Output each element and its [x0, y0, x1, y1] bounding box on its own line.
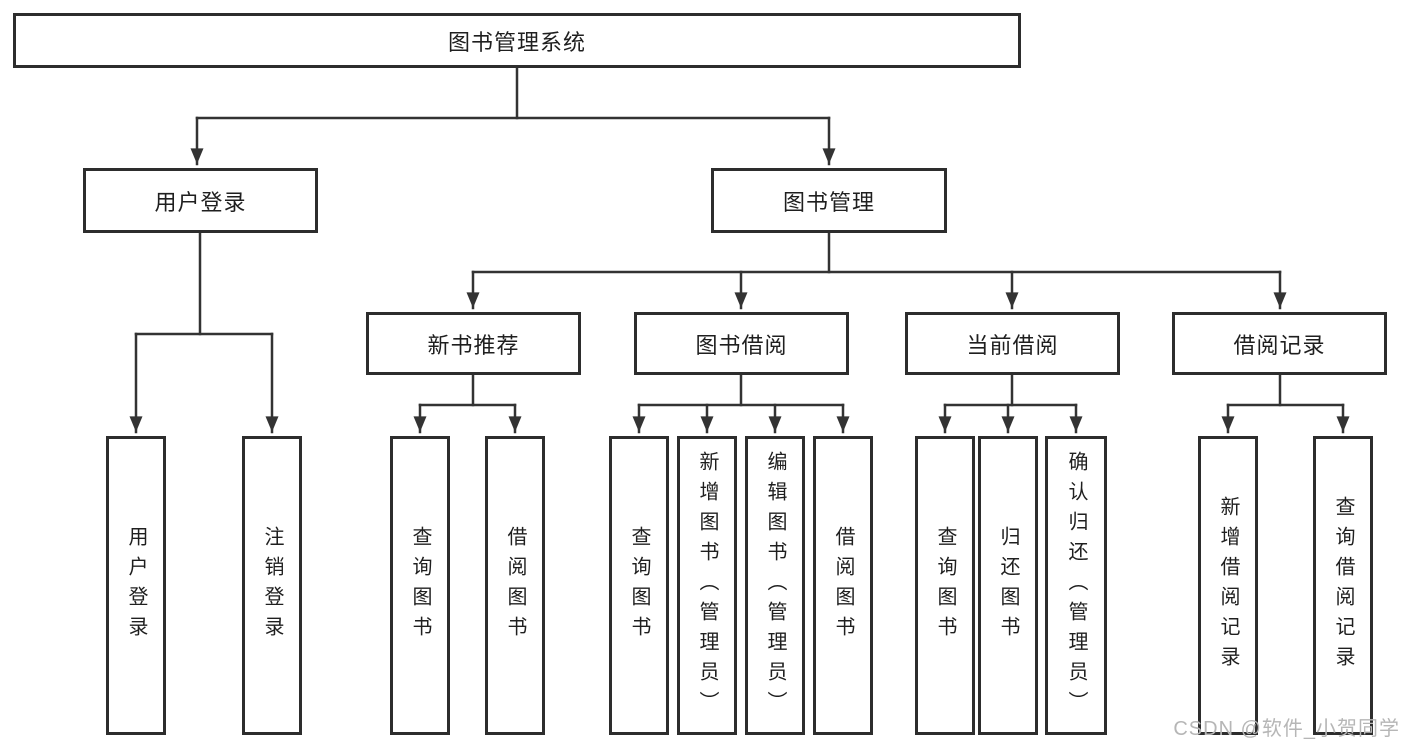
leaf-borrow-books-recommend: 借阅图书 — [485, 436, 545, 735]
node-label: 当前借阅 — [966, 332, 1059, 358]
leaf-label: 查询图书 — [409, 525, 431, 646]
connector-current-borrow-children — [938, 373, 1083, 434]
leaf-query-books-current: 查询图书 — [915, 436, 975, 735]
node-label: 借阅记录 — [1233, 332, 1326, 358]
node-book-management: 图书管理 — [711, 168, 947, 233]
connector-root-to-level2 — [190, 66, 836, 166]
leaf-return-books: 归还图书 — [978, 436, 1038, 735]
connector-new-book-recommend-children — [413, 373, 522, 434]
leaf-label: 确认归还（管理员） — [1065, 450, 1087, 721]
leaf-add-books-admin: 新增图书（管理员） — [677, 436, 737, 735]
node-new-book-recommend: 新书推荐 — [366, 312, 581, 375]
connector-book-borrow-children — [632, 373, 850, 434]
node-current-borrow: 当前借阅 — [905, 312, 1120, 375]
leaf-confirm-return-admin: 确认归还（管理员） — [1045, 436, 1107, 735]
leaf-label: 查询图书 — [934, 525, 956, 646]
leaf-query-books-recommend: 查询图书 — [390, 436, 450, 735]
leaf-user-login: 用户登录 — [106, 436, 166, 735]
node-borrow-records: 借阅记录 — [1172, 312, 1387, 375]
connector-user-login-children — [129, 231, 279, 434]
leaf-label: 查询图书 — [628, 525, 650, 646]
node-library-management-system: 图书管理系统 — [13, 13, 1021, 68]
leaf-label: 新增图书（管理员） — [696, 450, 718, 721]
node-label: 图书管理系统 — [447, 29, 586, 55]
node-label: 图书管理 — [782, 189, 875, 215]
leaf-edit-books-admin: 编辑图书（管理员） — [745, 436, 805, 735]
csdn-watermark: CSDN @软件_小贺同学 — [1173, 718, 1400, 740]
leaf-label: 借阅图书 — [504, 525, 526, 646]
leaf-label: 查询借阅记录 — [1332, 495, 1354, 676]
leaf-add-borrow-record: 新增借阅记录 — [1198, 436, 1258, 735]
leaf-label: 新增借阅记录 — [1217, 495, 1239, 676]
node-user-login: 用户登录 — [83, 168, 318, 233]
connector-book-management-children — [466, 231, 1287, 310]
node-label: 图书借阅 — [695, 332, 788, 358]
leaf-label: 用户登录 — [125, 525, 147, 646]
leaf-borrow-books: 借阅图书 — [813, 436, 873, 735]
node-label: 用户登录 — [154, 189, 247, 215]
leaf-query-books-borrow: 查询图书 — [609, 436, 669, 735]
connector-borrow-records-children — [1221, 373, 1350, 434]
leaf-label: 借阅图书 — [832, 525, 854, 646]
leaf-label: 注销登录 — [261, 525, 283, 646]
node-label: 新书推荐 — [427, 332, 520, 358]
node-book-borrow: 图书借阅 — [634, 312, 849, 375]
leaf-logout: 注销登录 — [242, 436, 302, 735]
leaf-label: 编辑图书（管理员） — [764, 450, 786, 721]
leaf-label: 归还图书 — [997, 525, 1019, 646]
leaf-query-borrow-record: 查询借阅记录 — [1313, 436, 1373, 735]
